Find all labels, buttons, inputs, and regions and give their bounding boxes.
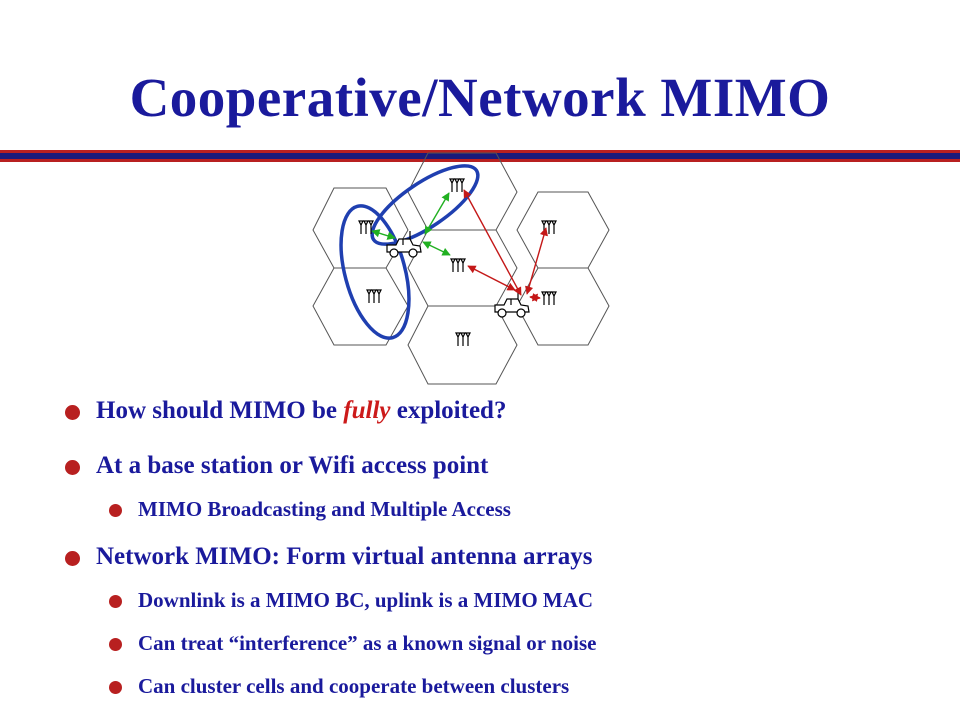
bullet-dot — [109, 681, 122, 694]
bullet-item: How should MIMO be fully exploited? — [65, 397, 507, 425]
green-links — [371, 192, 451, 256]
bullet-text: Downlink is a MIMO BC, uplink is a MIMO … — [138, 588, 594, 612]
red-links — [463, 189, 548, 302]
title-rule-blue — [0, 153, 960, 159]
title-rule-red-top — [0, 150, 960, 153]
sub-bullet-item: Can treat “interference” as a known sign… — [109, 631, 597, 656]
link-red-upper-right — [525, 227, 548, 295]
bullet-item: At a base station or Wifi access point — [65, 452, 489, 480]
bullet-dot — [65, 551, 80, 566]
bullet-emphasis: fully — [343, 397, 391, 424]
bullet-dot — [109, 638, 122, 651]
bullet-text: Can cluster cells and cooperate between … — [138, 674, 570, 698]
link-red-right — [529, 293, 541, 302]
bullet-dot — [65, 460, 80, 475]
hex-cell-bottom — [407, 305, 518, 385]
link-green-top — [424, 192, 450, 235]
cellular-network-diagram — [312, 152, 610, 385]
bullet-text: Network MIMO: Form virtual antenna array… — [96, 543, 593, 570]
title-rule-red-bottom — [0, 159, 960, 162]
page-title: Cooperative/Network MIMO — [129, 67, 831, 128]
bullet-dot — [109, 595, 122, 608]
bullet-dot — [65, 405, 80, 420]
cluster-ellipse-left — [339, 204, 411, 340]
sub-bullet-item: MIMO Broadcasting and Multiple Access — [109, 497, 511, 522]
bullet-text: At a base station or Wifi access point — [96, 452, 489, 479]
bullet-item: Network MIMO: Form virtual antenna array… — [65, 543, 593, 571]
link-green-center — [422, 241, 451, 256]
sub-bullet-item: Can cluster cells and cooperate between … — [109, 674, 570, 699]
link-green-left — [371, 229, 396, 240]
bullet-dot — [109, 504, 122, 517]
bullet-text: MIMO Broadcasting and Multiple Access — [138, 497, 511, 521]
bullet-text: How should MIMO be — [96, 397, 344, 424]
bullet-text: Can treat “interference” as a known sign… — [138, 631, 597, 655]
sub-bullet-item: Downlink is a MIMO BC, uplink is a MIMO … — [109, 588, 594, 613]
link-red-center — [467, 265, 516, 291]
bullet-text: exploited? — [390, 397, 507, 424]
